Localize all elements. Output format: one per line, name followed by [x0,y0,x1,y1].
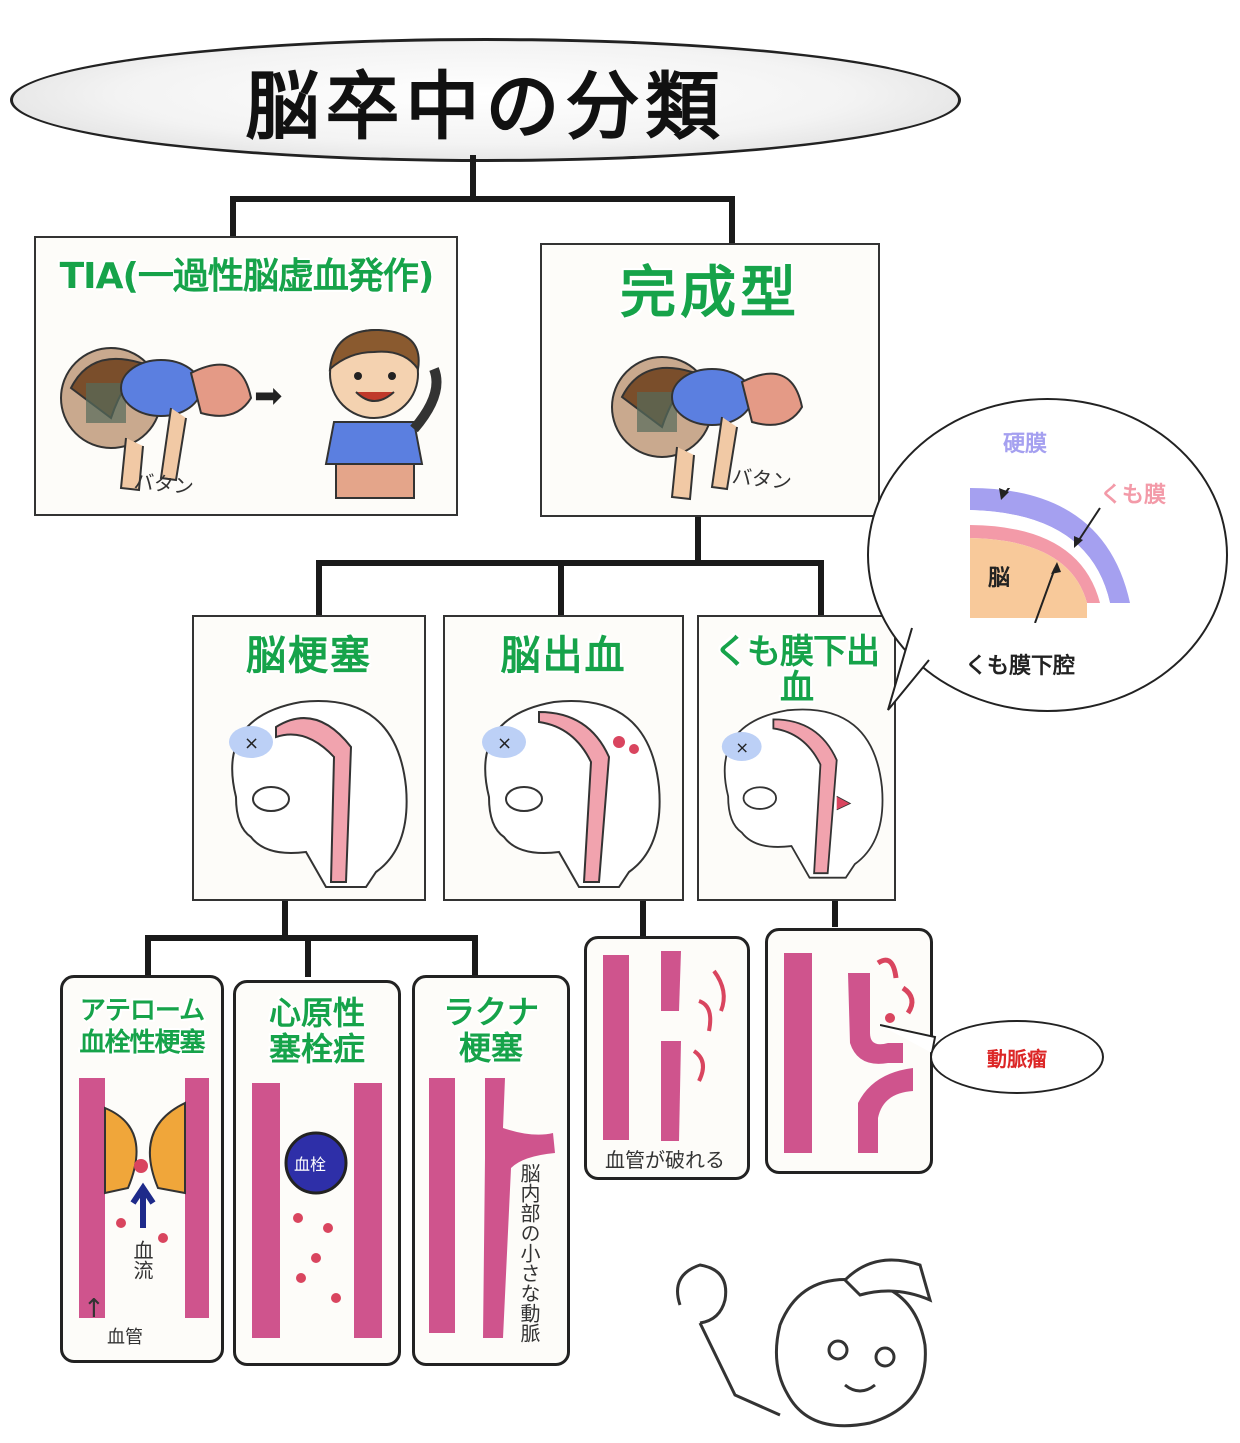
ruptured-vessel-panel: 血管が破れる [584,936,750,1180]
infarction-panel: 脳梗塞 × [192,615,426,901]
cardioembolic-panel: 心原性 塞栓症 血栓 [233,980,401,1366]
brain-profile-illustration: × [482,700,661,888]
arrow-right-icon: ➡ [254,376,283,416]
svg-text:×: × [735,738,749,757]
collapsing-person-illustration [60,347,253,492]
aneurysm-callout: 動脈瘤 [930,1020,1104,1094]
blood-flow-label: 血流 [130,1240,154,1280]
small-artery-label: 脳内部の小さな動脈 [517,1163,541,1343]
recovered-person-illustration [324,328,442,499]
subarachnoid-space-label: くも膜下腔 [965,654,1076,679]
meninges-diagram [970,488,1130,623]
brain-profile-illustration: × [721,708,884,879]
cardioembolic-vessel-illustration [252,1083,382,1338]
title-ellipse: 脳卒中の分類 [10,38,961,162]
infarction-label: 脳梗塞 [246,633,372,679]
arrow-up-icon: ↑ [83,1294,105,1324]
atheroma-panel: アテローム 血栓性梗塞 血流 血管 ↑ [60,975,224,1363]
sah-label: くも膜下出血 [714,632,880,708]
onomatopoeia-text: バタン [730,463,793,495]
cardioembolic-label-line1: 心原性 [268,994,365,1032]
svg-text:×: × [244,733,259,754]
complete-type-label: 完成型 [620,261,800,326]
aneurysm-label: 動脈瘤 [987,1046,1047,1071]
complete-type-panel: 完成型 バタン [540,243,880,517]
hemorrhage-label: 脳出血 [500,633,627,679]
atheroma-vessel-illustration [79,1078,209,1318]
lacunar-panel: ラクナ 梗塞 脳内部の小さな動脈 [412,975,570,1366]
dura-label: 硬膜 [1003,432,1048,457]
aneurysm-vessel-panel [765,928,933,1174]
aneurysm-vessel-illustration [784,953,915,1153]
tia-label: TIA(一過性脳虚血発作) [59,256,435,297]
brain-profile-illustration: × [229,700,408,888]
brain-label: 脳 [988,566,1011,591]
cardioembolic-label-line2: 塞栓症 [268,1030,365,1068]
arachnoid-label: くも膜 [1100,483,1167,508]
blood-vessel-label: 血管 [107,1327,143,1348]
ruptured-vessel-illustration [603,951,726,1141]
nurse-character-illustration [676,1258,933,1428]
lacunar-label-line1: ラクナ [442,993,539,1031]
diagram-title: 脳卒中の分類 [245,63,726,150]
lacunar-label-line2: 梗塞 [458,1029,523,1067]
sah-panel: くも膜下出血 × [697,615,896,901]
zoom-callout-tail [887,627,930,711]
thrombus-label: 血栓 [294,1155,327,1174]
hemorrhage-panel: 脳出血 × [443,615,684,901]
atheroma-label-line2: 血栓性梗塞 [79,1028,205,1058]
collapsing-person-illustration [611,356,804,501]
lacunar-vessel-illustration [429,1078,555,1338]
onomatopoeia-text: バタン [132,468,195,500]
svg-text:×: × [497,733,512,754]
vessel-breaks-label: 血管が破れる [605,1148,725,1172]
atheroma-label-line1: アテローム [79,996,205,1026]
tia-panel: TIA(一過性脳虚血発作) バタン ➡ [34,236,458,516]
